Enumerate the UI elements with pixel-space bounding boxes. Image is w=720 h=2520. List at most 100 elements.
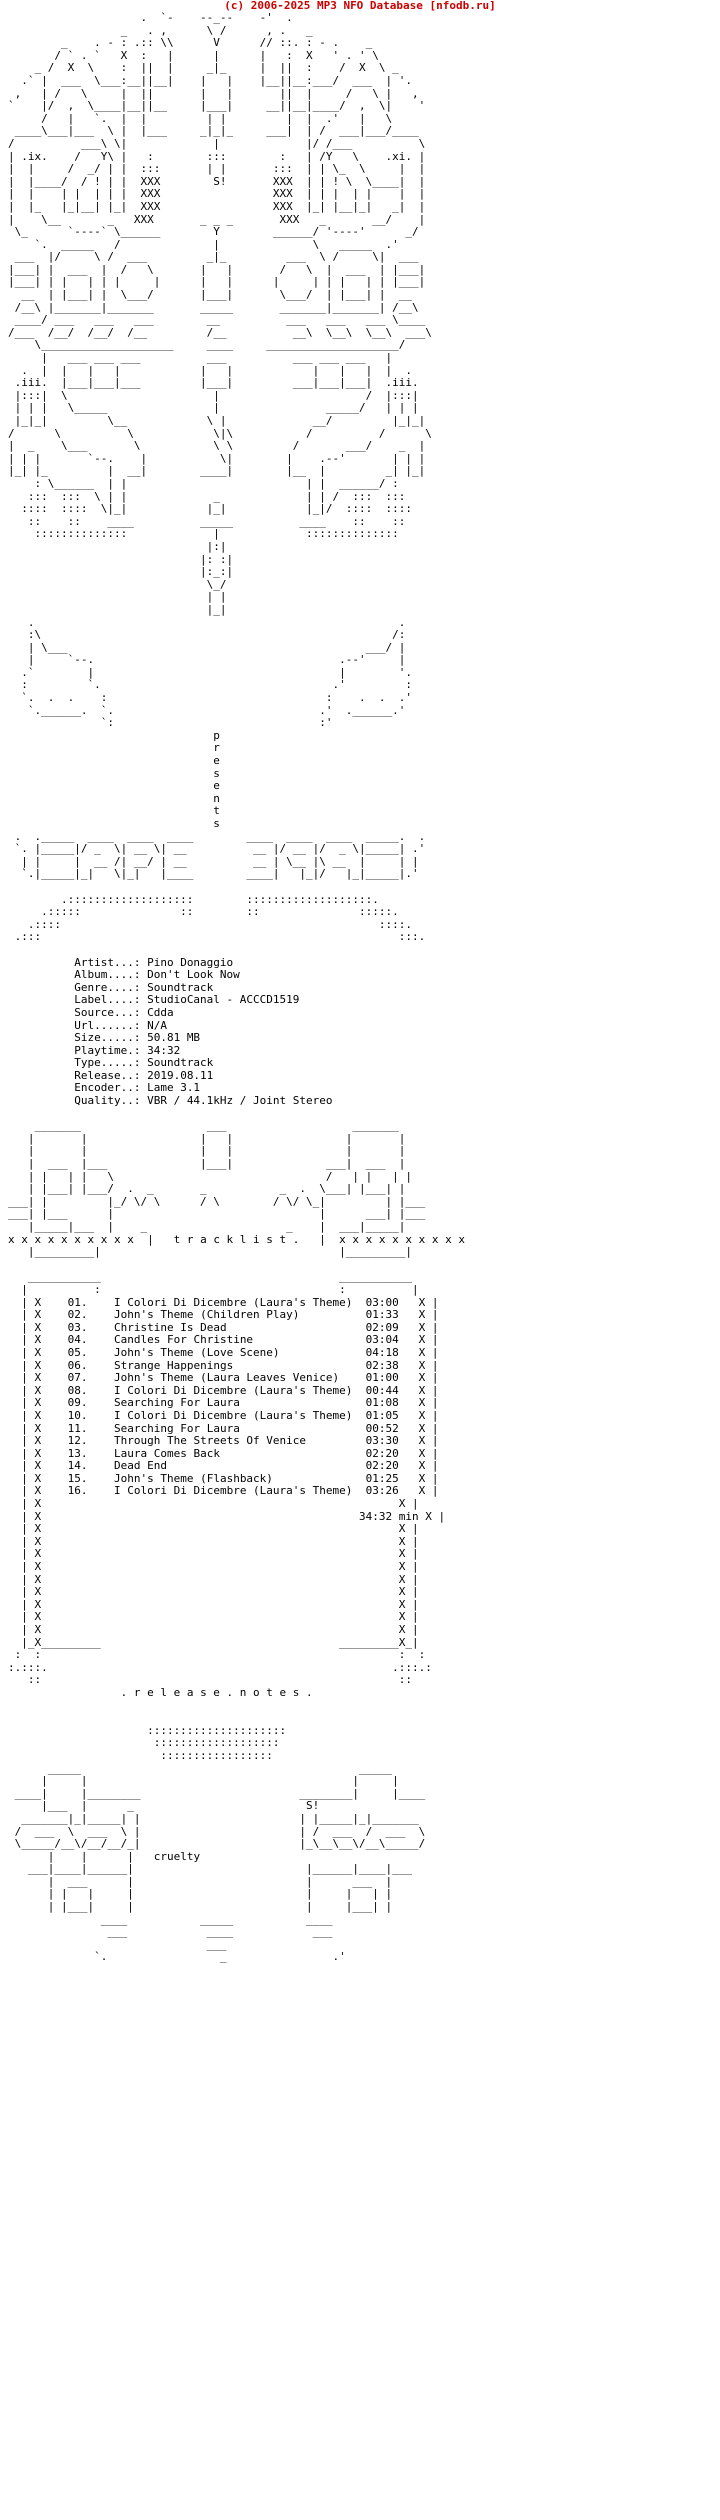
tracklist-frame: | X X |	[8, 1585, 432, 1599]
group-logo-line: . ._____ ____ ____ ____ ____ ____ ____ _…	[8, 829, 432, 843]
ascii-art-line: .::::: :: :: :::::.	[8, 905, 432, 919]
ascii-art-line: | |____/ / ! | | XXX S! XXX | | ! \ \___…	[8, 174, 426, 188]
ascii-art-line: | \__ _ XXX _ _ _ XXX _ __/ |	[8, 212, 426, 226]
ascii-art-line: |___ | _ S!	[8, 1799, 320, 1813]
track-row: | X 10. I Colori Di Dicembre (Laura's Th…	[8, 1408, 465, 1423]
ascii-art-line: /__\ |_______|_______ _____ _______|____…	[8, 300, 426, 314]
ascii-art-line: |_|_| \__ \ | __/ |_|_|	[8, 414, 432, 427]
release-info-label: Url......:	[8, 1018, 148, 1032]
tracklist-art-line: |_____|___ | _ _ | ___|_____|	[8, 1220, 426, 1233]
track-time: 02:09	[365, 1320, 399, 1334]
ascii-art-line: _ / X \ : || | _|_ | || : / X \ _	[8, 61, 426, 75]
track-row: | X 06. Strange Happenings 02:38 X |	[8, 1358, 465, 1373]
track-row: | X 02. John's Theme (Children Play) 01:…	[8, 1308, 465, 1322]
spacer	[8, 881, 465, 894]
track-title: I Colori Di Dicembre (Laura's Theme)	[113, 1383, 353, 1397]
track-title: John's Theme (Children Play)	[113, 1308, 300, 1322]
release-info-value: Cdda	[147, 1005, 174, 1019]
track-frame-right: X |	[398, 1295, 439, 1309]
ascii-art-line: | | | `--. | \| | .--' | | |	[8, 451, 426, 465]
presents-letter: s	[8, 817, 432, 830]
track-row: | X 03. Christine Is Dead 02:09 X |	[8, 1320, 465, 1335]
tracklist-art-line: | | | | | |	[8, 1131, 426, 1145]
track-number: 07.	[67, 1371, 88, 1385]
track-frame-left: | X	[8, 1308, 68, 1322]
ascii-art-line: \_ `----` \______ Y ______/ '----' _/	[8, 225, 426, 239]
track-number: 02.	[67, 1308, 88, 1322]
track-frame-right: X |	[398, 1308, 439, 1322]
release-info-quality: Quality..: VBR / 44.1kHz / Joint Stereo	[8, 1094, 465, 1108]
track-frame-left: | X	[8, 1320, 68, 1334]
track-number: 14.	[67, 1459, 88, 1473]
release-info-artist: Artist...: Pino Donaggio	[8, 956, 465, 970]
ascii-art-line: `: :'	[8, 716, 426, 730]
track-frame-right: X |	[398, 1408, 439, 1422]
ascii-art-line: | .ix. / Y\ | : ::: : | /Y \ .xi. |	[8, 149, 426, 163]
track-frame-left: | X	[8, 1295, 68, 1309]
ascii-art-line: |_| |_ | __| ____| |__ | _| |_|	[8, 464, 426, 478]
track-number: 03.	[67, 1320, 88, 1334]
ascii-art-line: ` |/ , \____|__||__ |___| __||__|____/ ,…	[8, 99, 426, 113]
track-title: I Colori Di Dicembre (Laura's Theme)	[113, 1484, 353, 1498]
track-number: 06.	[67, 1358, 88, 1372]
track-time: 04:18	[365, 1345, 399, 1359]
release-info-label: Label....: StudioCanal - ACCCD1519	[8, 994, 465, 1007]
ascii-art-line: \_/	[8, 577, 426, 591]
track-number: 08.	[67, 1383, 88, 1397]
tracklist-side-marks: x x x x x x x x x x |	[8, 1232, 174, 1246]
presents-letter: t	[8, 804, 432, 818]
tracklist-frame: ___________ ___________	[8, 1270, 432, 1284]
tracklist-title: t r a c k l i s t .	[173, 1232, 300, 1246]
track-number: 15.	[67, 1471, 88, 1485]
ascii-art-line: _ . - : .:: \\ V // ::. : - . _	[8, 36, 426, 50]
track-number: 11.	[67, 1421, 88, 1435]
track-row: | X 07. John's Theme (Laura Leaves Venic…	[8, 1371, 465, 1385]
track-number: 16.	[67, 1484, 88, 1498]
track-title: Christine Is Dead	[113, 1320, 227, 1334]
track-frame-left: | X	[8, 1396, 68, 1410]
track-time: 02:38	[365, 1358, 399, 1372]
ascii-art-line: . `- --_-- -' .	[8, 11, 426, 24]
ascii-art-line: \_____/__\/__/__/_| |_\__\__\/__\_____/	[8, 1837, 432, 1851]
track-title: I Colori Di Dicembre (Laura's Theme)	[113, 1408, 353, 1422]
track-frame-left: | X	[8, 1421, 68, 1435]
tracklist-frame: | X X |	[8, 1534, 432, 1548]
track-frame-right: X |	[398, 1446, 439, 1460]
track-title: Laura Comes Back	[113, 1446, 220, 1460]
tracklist-side-marks: | x x x x x x x x x x	[299, 1232, 465, 1246]
release-info-label: Source...:	[8, 1005, 148, 1019]
track-frame-right: X |	[398, 1371, 439, 1385]
release-info-label: Release..:	[8, 1068, 148, 1082]
release-info-album: Album....: Don't Look Now	[8, 968, 465, 982]
ascii-art-line: :: :: ____ _____ ____ :: ::	[8, 514, 426, 528]
ascii-art-line: / ___ \ ___ \ | | / ___ / ___ \	[8, 1824, 432, 1838]
release-info-value: N/A	[147, 1018, 167, 1032]
group-logo-line: `.|_____|_| \|_| |____ ____| |_|/ |_|___…	[8, 867, 432, 881]
tracklist-frame: | X X |	[8, 1547, 432, 1561]
tracklist-frame: | X X |	[8, 1597, 432, 1611]
ascii-art-line: | |_ |_|__| |_| XXX XXX |_| |__|_| _| |	[8, 199, 426, 213]
ascii-art-line: :::: :::: \|_| |_| |_|/ :::: ::::	[8, 502, 426, 516]
release-notes-title: . r e l e a s e . n o t e s .	[120, 1685, 313, 1699]
ascii-art-line: | | | \_____ | _____/ | | |	[8, 401, 426, 415]
ascii-art-line: `.______. `. .' .______.'	[8, 703, 426, 717]
ascii-art-line: |___| | ___ | / \ | | / \ | ___ | |___|	[8, 262, 426, 276]
track-number: 09.	[67, 1396, 88, 1410]
ascii-art-line: .` | | '.	[8, 665, 426, 679]
nfodb-copyright-header: (c) 2006-2025 MP3 NFO Database [nfodb.ru…	[224, 0, 496, 12]
track-frame-left: | X	[8, 1446, 68, 1460]
track-frame-left: | X	[8, 1471, 68, 1485]
track-frame-left: | X	[8, 1509, 359, 1523]
ascii-art-line: | | | cruelty	[8, 1849, 201, 1863]
ascii-art-line: | ___ | | ___ |	[8, 1874, 432, 1888]
track-frame-right: X |	[398, 1434, 439, 1448]
track-time: 01:00	[365, 1371, 399, 1385]
ascii-art-line: |:|	[8, 539, 426, 553]
ascii-art-line: _______|_|_____| | | |_____|_|_______	[8, 1811, 432, 1825]
release-info-value: 34:32	[147, 1043, 181, 1057]
release-info-url: Url......: N/A	[8, 1018, 465, 1033]
presents-letter: s	[8, 766, 432, 780]
nfo-ascii-document: . `- --_-- -' . _ . , \ / , . _ _ . - : …	[8, 11, 465, 1964]
track-row: | X 16. I Colori Di Dicembre (Laura's Th…	[8, 1485, 465, 1498]
ascii-art-line: / | `. | | | | | | .' | \	[8, 111, 426, 125]
